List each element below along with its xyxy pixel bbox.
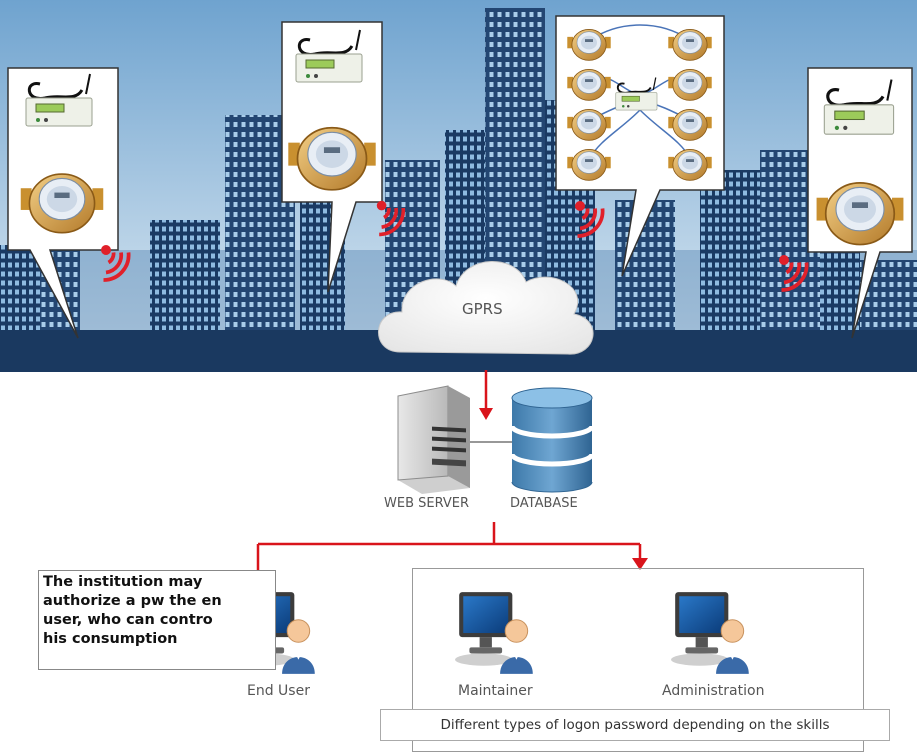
maintainer-label: Maintainer xyxy=(458,683,533,699)
database-icon xyxy=(509,387,595,493)
institution-note-text: The institution may authorize a pw the e… xyxy=(43,574,222,647)
end-user-label: End User xyxy=(247,683,310,699)
meter-callout-1 xyxy=(7,67,119,339)
meter-callout-2 xyxy=(281,21,383,293)
logon-password-note: Different types of logon password depend… xyxy=(380,709,890,741)
database-label: DATABASE xyxy=(510,496,578,511)
meter-callout-4 xyxy=(807,67,913,339)
administration-label: Administration xyxy=(662,683,765,699)
staff-group-box xyxy=(412,568,864,752)
logon-password-note-text: Different types of logon password depend… xyxy=(440,717,830,733)
meter-callout-3 xyxy=(555,15,725,277)
arrow-cloud-to-server xyxy=(479,370,493,420)
gprs-label: GPRS xyxy=(462,300,503,318)
institution-note: The institution may authorize a pw the e… xyxy=(38,570,276,670)
web-server-label: WEB SERVER xyxy=(384,496,470,511)
server-tower-icon xyxy=(397,385,470,494)
gprs-cloud-icon xyxy=(378,261,594,355)
